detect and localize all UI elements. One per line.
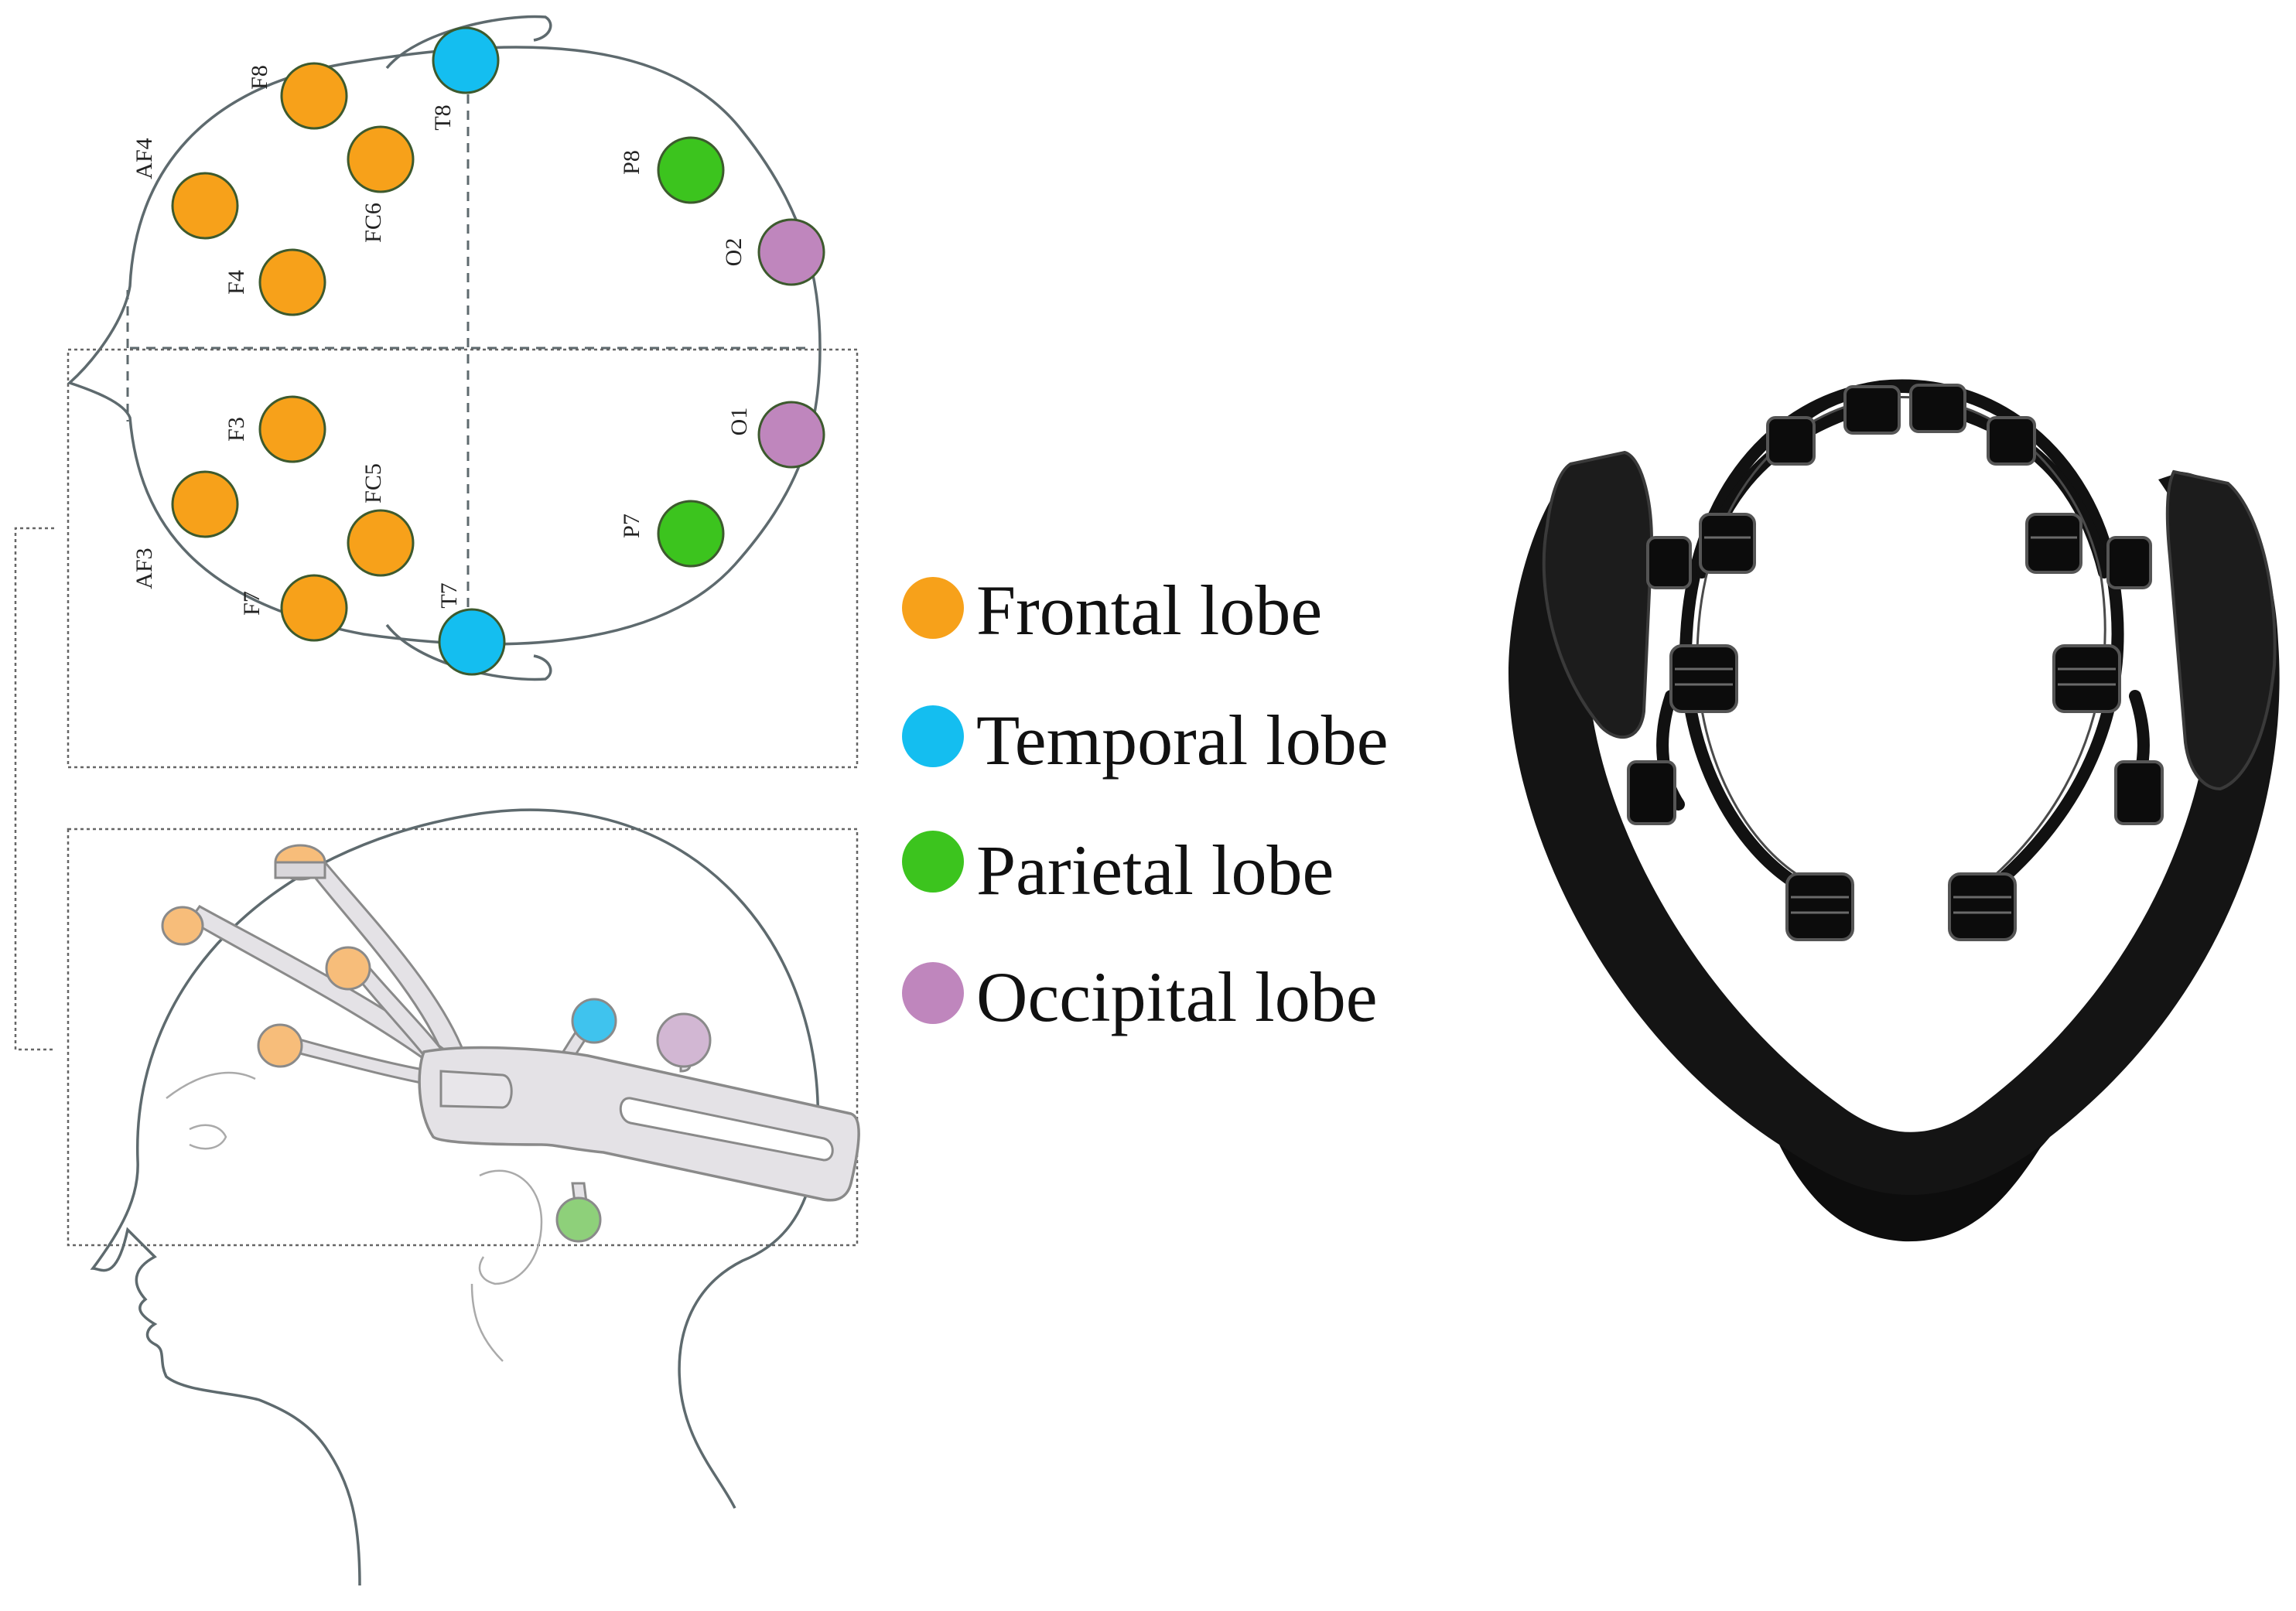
legend-dot-frontal [902,577,964,639]
electrode-p7 [658,501,723,566]
sensor-front-upper [162,907,203,944]
electrode-label-fc6: FC6 [360,203,386,243]
electrode-label-t8: T8 [430,104,456,130]
head-side-view [93,810,859,1585]
legend-dot-parietal [902,831,964,893]
electrode-f8 [282,63,347,128]
sensor-occipital [658,1014,710,1067]
electrode-fc6 [348,127,413,192]
legend-label-parietal: Parietal lobe [976,831,1334,910]
ear-outline [480,1171,542,1284]
sensor-arms [1662,386,2144,897]
electrode-label-f3: F3 [224,417,249,442]
electrode-f3 [260,397,325,462]
electrode-label-f7: F7 [239,591,265,616]
electrode-label-fc5: FC5 [360,463,386,503]
legend-label-occipital: Occipital lobe [976,957,1378,1036]
electrode-layer [173,28,824,674]
electrode-f7 [282,575,347,640]
eye-outline [190,1125,226,1149]
sensor-front-lower [258,1025,302,1067]
headset-photo [1508,385,2280,1241]
legend-dot-occipital [902,962,964,1024]
electrode-label-af3: AF3 [132,548,157,589]
jaw-line [472,1284,503,1361]
lobe-legend: Frontal lobe Temporal lobe Parietal lobe… [902,571,1389,1036]
electrode-af3 [173,472,237,537]
headset-button [441,1071,511,1108]
electrode-label-p8: P8 [619,150,644,175]
electrode-o2 [759,220,824,285]
headset-sensors [1628,385,2162,940]
sensor-front-mid [326,947,370,989]
legend-label-frontal: Frontal lobe [976,571,1322,650]
electrode-label-o1: O1 [726,408,752,436]
headset-pod-right [2168,472,2275,789]
electrode-label-f4: F4 [224,270,249,295]
sensor-ridges [1675,538,2116,913]
legend-dot-temporal [902,705,964,767]
electrode-label-f8: F8 [247,65,272,90]
sensor-top-base [275,862,325,878]
electrode-label-t7: T7 [436,582,462,608]
electrode-f4 [260,250,325,315]
connector-bracket [15,528,54,1050]
legend-label-temporal: Temporal lobe [976,701,1389,780]
electrode-af4 [173,173,237,238]
electrode-p8 [658,138,723,203]
sensor-temporal [572,999,616,1043]
electrode-t7 [439,609,504,674]
electrode-label-p7: P7 [619,514,644,538]
lower-highlight-box [68,829,857,1245]
brow-line [166,1073,255,1098]
electrode-fc5 [348,510,413,575]
electrode-t8 [433,28,498,93]
electrode-o1 [759,402,824,467]
electrode-label-af4: AF4 [132,138,157,179]
sensor-parietal [557,1198,600,1241]
electrode-label-o2: O2 [721,238,747,267]
